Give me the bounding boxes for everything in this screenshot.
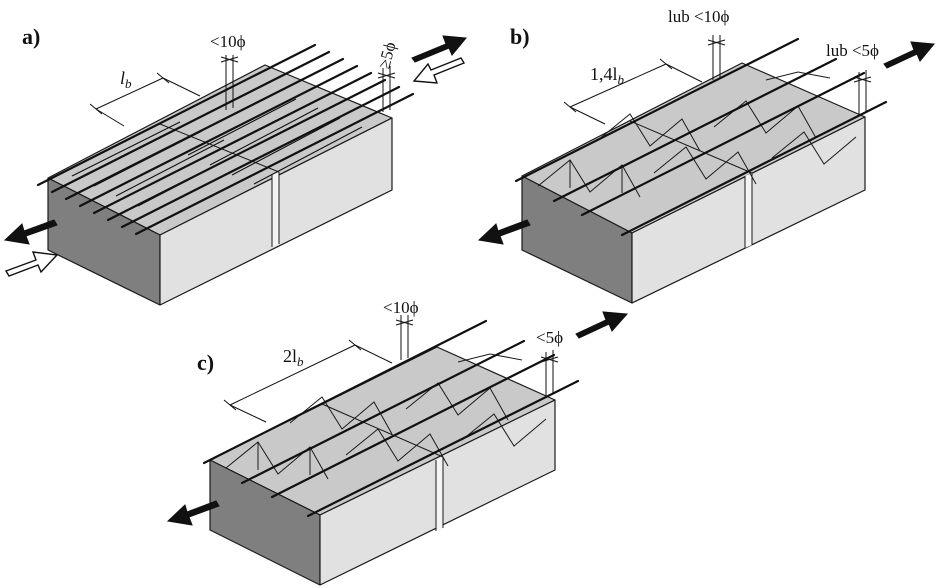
panel-b-label: b) <box>510 24 530 49</box>
panel-b-dimension-label: 1,4lb <box>590 64 625 87</box>
panel-a-spacing-right: ≥5ϕ <box>374 40 400 112</box>
panel-c-dimension: 2lb <box>223 339 393 423</box>
panel-a-longitudinal-bars <box>36 43 415 236</box>
panel-a-joint <box>272 172 279 247</box>
panel-c-arrow-black-right <box>575 311 629 339</box>
panel-c-spacing-top-label: <10ϕ <box>383 298 419 317</box>
panel-b-arrow-black-left <box>477 219 531 245</box>
panel-b-longitudinal-bars <box>514 37 888 237</box>
panel-c-arrow-black-left <box>166 500 220 526</box>
panel-a-dimension-label: lb <box>120 68 132 91</box>
panel-a-arrow-black-right <box>411 35 467 63</box>
panel-c-dimension-label: 2lb <box>283 346 304 369</box>
panel-b-spacing-right: lub <5ϕ <box>826 41 879 115</box>
panel-a-dimension: lb <box>89 68 201 127</box>
panel-a-spacing-top: <10ϕ <box>210 32 246 110</box>
panel-a-label: a) <box>22 24 40 49</box>
panel-b-spacing-top-label: lub <10ϕ <box>668 7 730 26</box>
panel-c-longitudinal-bars <box>202 319 580 518</box>
panel-c-spacing-right: <5ϕ <box>536 328 563 396</box>
panel-a-arrow-white-right <box>412 57 466 84</box>
panel-a-arrow-black-left <box>3 219 58 245</box>
panel-b: b) 1,4 <box>477 7 935 304</box>
panel-b-arrow-black-right <box>883 41 935 69</box>
panel-c-label: c) <box>197 350 214 375</box>
panel-a: a) <box>3 24 467 306</box>
panel-a-arrow-white-left <box>4 251 59 277</box>
panel-b-spacing-top: lub <10ϕ <box>668 7 730 80</box>
panel-b-joint <box>745 173 752 248</box>
panel-c-joint <box>436 457 443 531</box>
panel-c-spacing-right-label: <5ϕ <box>536 328 563 347</box>
panel-a-spacing-right-label: ≥5ϕ <box>374 40 399 71</box>
panel-b-dimension: 1,4lb <box>563 58 703 125</box>
panel-c: c) 2lb <box>166 298 629 586</box>
panel-b-spacing-right-label: lub <5ϕ <box>826 41 879 60</box>
panel-c-spacing-top: <10ϕ <box>383 298 419 360</box>
panel-a-spacing-top-label: <10ϕ <box>210 32 246 51</box>
